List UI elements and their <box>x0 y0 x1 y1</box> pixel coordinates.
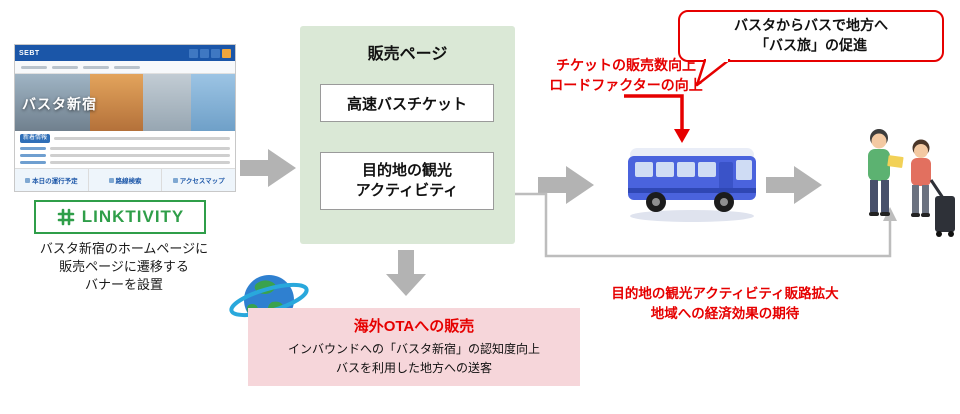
linktivity-logo-label: LINKTIVITY <box>81 207 185 226</box>
busta-shinjuku-website-thumbnail: SEBT バスタ新宿 新着情報 <box>14 44 236 192</box>
activity-label-line: 目的地の観光 <box>361 161 452 179</box>
site-hero-photos: バスタ新宿 <box>15 74 235 131</box>
site-brand-logo: SEBT <box>19 49 40 57</box>
bubble-line: バスタからバスで地方へ <box>734 17 888 34</box>
highlight-button-icon <box>222 48 231 58</box>
arrow-salespage-to-ota <box>386 250 426 296</box>
footer-link-label: アクセスマップ <box>179 178 225 185</box>
linktivity-logo: LINKTIVITY <box>34 200 206 234</box>
bus-illustration <box>628 148 756 222</box>
footer-link-routes: 路線検索 <box>88 169 163 191</box>
left-caption-line: 販売ページに遷移する <box>59 259 189 275</box>
destination-activity-box: 目的地の観光 アクティビティ <box>320 152 494 210</box>
bubble-tail <box>695 59 731 87</box>
site-title: バスタ新宿 <box>22 96 97 112</box>
search-icon <box>189 48 198 58</box>
arrow-salespage-to-bus <box>538 166 594 204</box>
hero-photo-interior <box>89 74 143 131</box>
sales-page-title: 販売ページ <box>367 46 448 63</box>
news-header: 新着情報 <box>20 134 230 144</box>
red-arrow-to-bus <box>624 94 690 143</box>
text-line-placeholder <box>50 161 230 165</box>
site-footer-nav: 本日の運行予定 路線検索 アクセスマップ <box>15 168 236 191</box>
news-date-placeholder <box>20 161 46 165</box>
note-line: 地域への経済効果の期待 <box>650 305 800 321</box>
linktivity-logo-icon <box>57 208 75 226</box>
hero-photo-building <box>15 74 90 131</box>
bus-trip-promo-bubble: バスタからバスで地方へ 「バス旅」の促進 <box>678 10 944 62</box>
highway-bus-ticket-box: 高速バスチケット <box>320 84 494 122</box>
subnav-item-placeholder <box>83 65 109 69</box>
hero-photo-terminal <box>142 74 191 131</box>
arrow-bus-to-travelers <box>766 166 822 204</box>
ota-line: インバウンドへの「バスタ新宿」の認知度向上 <box>287 342 540 356</box>
ota-title: 海外OTAへの販売 <box>353 318 475 335</box>
overseas-ota-panel: 海外OTAへの販売 インバウンドへの「バスタ新宿」の認知度向上 バスを利用した地… <box>248 308 580 386</box>
footer-link-label: 本日の運行予定 <box>32 178 78 185</box>
calendar-icon <box>25 177 31 183</box>
map-icon <box>172 177 178 183</box>
left-caption: バスタ新宿のホームページに 販売ページに遷移する バナーを設置 <box>2 240 246 295</box>
site-subnav-bar <box>15 61 235 74</box>
news-row <box>20 161 230 165</box>
bubble-line: 「バス旅」の促進 <box>755 37 867 53</box>
arrow-website-to-salespage <box>240 149 296 187</box>
subnav-item-placeholder <box>52 65 78 69</box>
site-header-icons <box>189 48 231 58</box>
ticket-label: 高速バスチケット <box>346 95 467 113</box>
text-line-placeholder <box>54 137 230 141</box>
route-search-icon <box>108 177 114 183</box>
footer-link-schedule: 本日の運行予定 <box>15 169 89 191</box>
menu-icon <box>211 48 220 58</box>
activity-label-line: アクティビティ <box>355 182 459 199</box>
left-caption-line: バナーを設置 <box>84 277 163 293</box>
footer-link-label: 路線検索 <box>115 178 142 185</box>
news-row <box>20 154 230 158</box>
note-line: ロードファクターの向上 <box>549 77 703 94</box>
subnav-item-placeholder <box>114 65 140 69</box>
subnav-item-placeholder <box>21 65 47 69</box>
sales-page-panel: 販売ページ 高速バスチケット 目的地の観光 アクティビティ <box>300 26 515 244</box>
site-news-section: 新着情報 <box>15 131 235 168</box>
site-header-bar: SEBT <box>15 45 235 61</box>
hero-photo-sky <box>190 74 235 131</box>
news-row <box>20 147 230 151</box>
note-activity-expansion: 目的地の観光アクティビティ販路拡大 地域への経済効果の期待 <box>572 284 878 323</box>
globe-language-icon <box>200 48 209 58</box>
note-line: チケットの販売数向上 <box>556 57 696 73</box>
ota-line: バスを利用した地方への送客 <box>335 360 492 375</box>
text-line-placeholder <box>50 154 230 158</box>
text-line-placeholder <box>50 147 230 151</box>
news-date-placeholder <box>20 154 46 158</box>
footer-link-access: アクセスマップ <box>162 169 236 191</box>
left-caption-line: バスタ新宿のホームページに <box>39 241 209 256</box>
news-tag: 新着情報 <box>20 134 51 144</box>
note-line: 目的地の観光アクティビティ販路拡大 <box>611 286 839 301</box>
travelers-illustration <box>868 129 955 237</box>
news-date-placeholder <box>20 147 46 151</box>
note-ticket-sales: チケットの販売数向上 ロードファクターの向上 <box>528 55 724 96</box>
